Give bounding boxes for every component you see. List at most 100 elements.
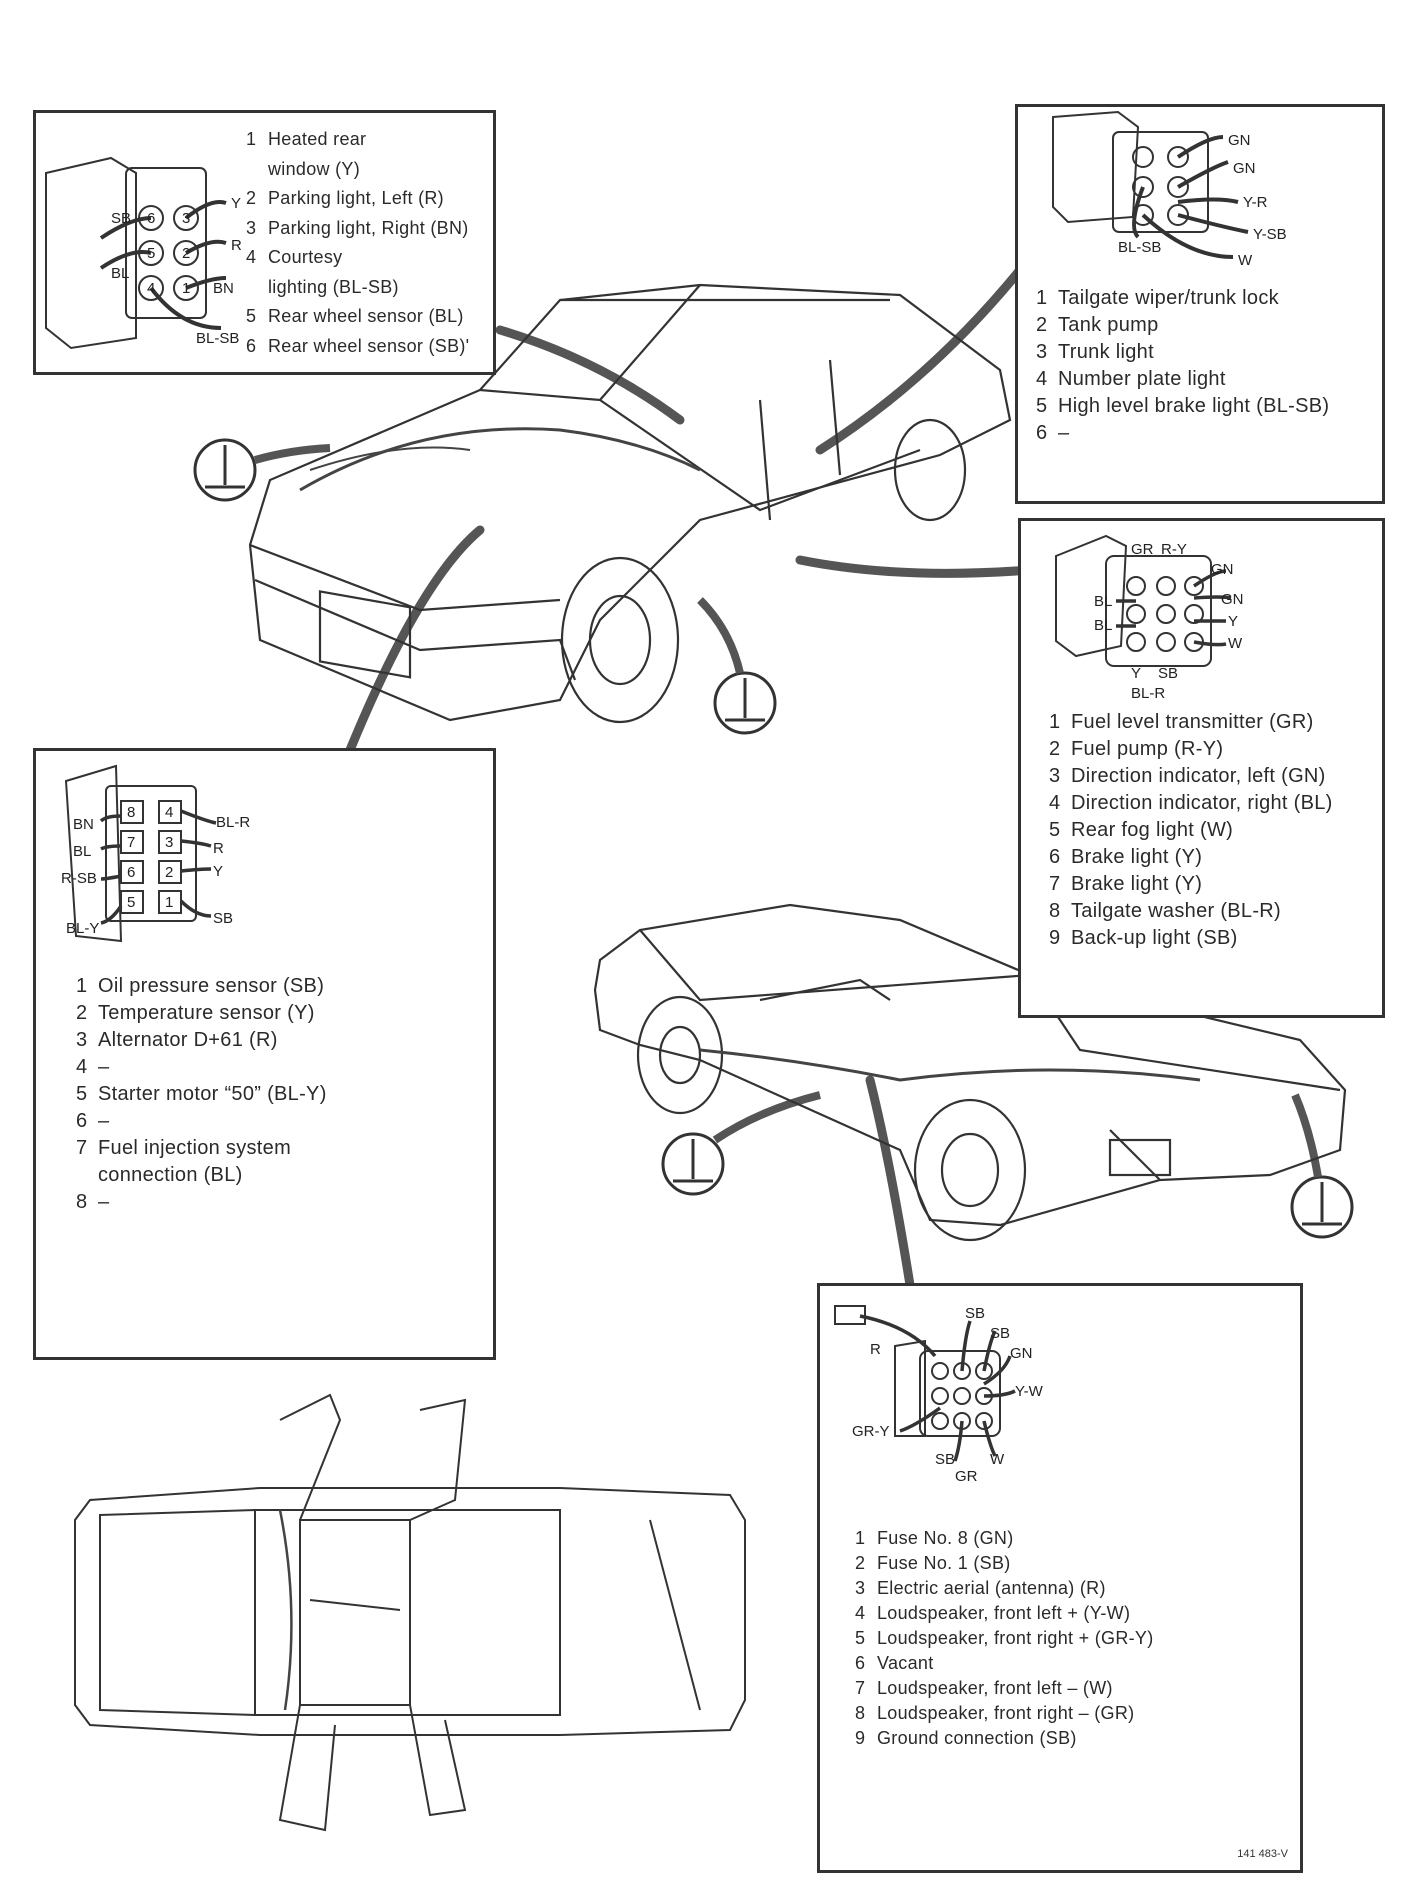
wire-label: Y-R bbox=[1243, 194, 1268, 211]
wire-label: BL bbox=[1094, 617, 1112, 634]
wire-label: SB bbox=[213, 910, 233, 927]
wire-label: Y bbox=[1131, 665, 1141, 682]
legend-item: 6– bbox=[76, 1110, 110, 1132]
wire-label: BL-R bbox=[216, 814, 250, 831]
pin-number: 4 bbox=[147, 280, 155, 297]
leader-line-bottom-right bbox=[865, 1075, 915, 1290]
wire-label: SB bbox=[935, 1451, 955, 1468]
wire-label: GR-Y bbox=[852, 1423, 890, 1440]
legend-item: 8– bbox=[76, 1191, 110, 1213]
wire-label: GN bbox=[1228, 132, 1251, 149]
wire-label: R bbox=[231, 237, 242, 254]
wire-label: R bbox=[870, 1341, 881, 1358]
wire-label: R-SB bbox=[61, 870, 97, 887]
wire-label: Y-W bbox=[1015, 1383, 1044, 1400]
car-top-view bbox=[74, 1393, 746, 1832]
wire-label: GN bbox=[1233, 160, 1256, 177]
connector-diagram-top-left: SB BL Y R BN BL-SB 6 3 5 2 4 1 bbox=[45, 156, 242, 350]
wire-label: BL bbox=[1094, 593, 1112, 610]
connector-box-mid-left: BN BL R-SB BL-Y BL-R R Y SB 8 7 6 5 4 3 … bbox=[33, 748, 496, 1360]
pin-number: 3 bbox=[182, 210, 190, 227]
connector-diagram-mid-right: GR R-Y GN GN BL BL Y W Y SB BL-R bbox=[1055, 534, 1244, 702]
wire-label: BN bbox=[213, 280, 234, 297]
wire-label: GN bbox=[1221, 591, 1244, 608]
wire-label: BL-SB bbox=[196, 330, 239, 347]
pin-number: 7 bbox=[127, 834, 135, 851]
wire-label: W bbox=[1228, 635, 1243, 652]
wire-label: BL-R bbox=[1131, 685, 1165, 702]
figure-number: 141 483-V bbox=[1237, 1848, 1288, 1860]
wire-label: SB bbox=[990, 1325, 1010, 1342]
pin-number: 2 bbox=[165, 864, 173, 881]
wire-label: GN bbox=[1211, 561, 1234, 578]
car-rear-view bbox=[593, 903, 1347, 1242]
pin-number: 3 bbox=[165, 834, 173, 851]
wire-label: Y-SB bbox=[1253, 226, 1287, 243]
wire-label: W bbox=[990, 1451, 1005, 1468]
connector-diagram-top-right: GN GN Y-R Y-SB W BL-SB bbox=[1052, 110, 1287, 269]
wire-label: BN bbox=[73, 816, 94, 833]
pin-number: 8 bbox=[127, 804, 135, 821]
pin-number: 2 bbox=[182, 245, 190, 262]
wire-label: Y bbox=[231, 195, 241, 212]
ground-icon bbox=[193, 438, 257, 502]
ground-icon bbox=[661, 1132, 725, 1196]
leader-line-top-left bbox=[495, 325, 685, 425]
wire-label: Y bbox=[213, 863, 223, 880]
pin-number: 6 bbox=[147, 210, 155, 227]
pin-number: 5 bbox=[147, 245, 155, 262]
wire-label: BL bbox=[73, 843, 91, 860]
wire-label: GR bbox=[955, 1468, 978, 1485]
pin-number: 1 bbox=[182, 280, 190, 297]
wire-label: BL-SB bbox=[1118, 239, 1161, 256]
ground-icon bbox=[713, 671, 777, 735]
leader-lines bbox=[345, 265, 1035, 1290]
pin-number: 5 bbox=[127, 894, 135, 911]
wire-label: R-Y bbox=[1161, 541, 1187, 558]
wire-label: Y bbox=[1228, 613, 1238, 630]
legend-item: window (Y) bbox=[268, 158, 361, 179]
wire-label: SB bbox=[965, 1305, 985, 1322]
wire-label: SB bbox=[111, 210, 131, 227]
pin-number: 6 bbox=[127, 864, 135, 881]
wire-label: GN bbox=[1010, 1345, 1033, 1362]
wire-label: R bbox=[213, 840, 224, 857]
wire-label: GR bbox=[1131, 541, 1154, 558]
